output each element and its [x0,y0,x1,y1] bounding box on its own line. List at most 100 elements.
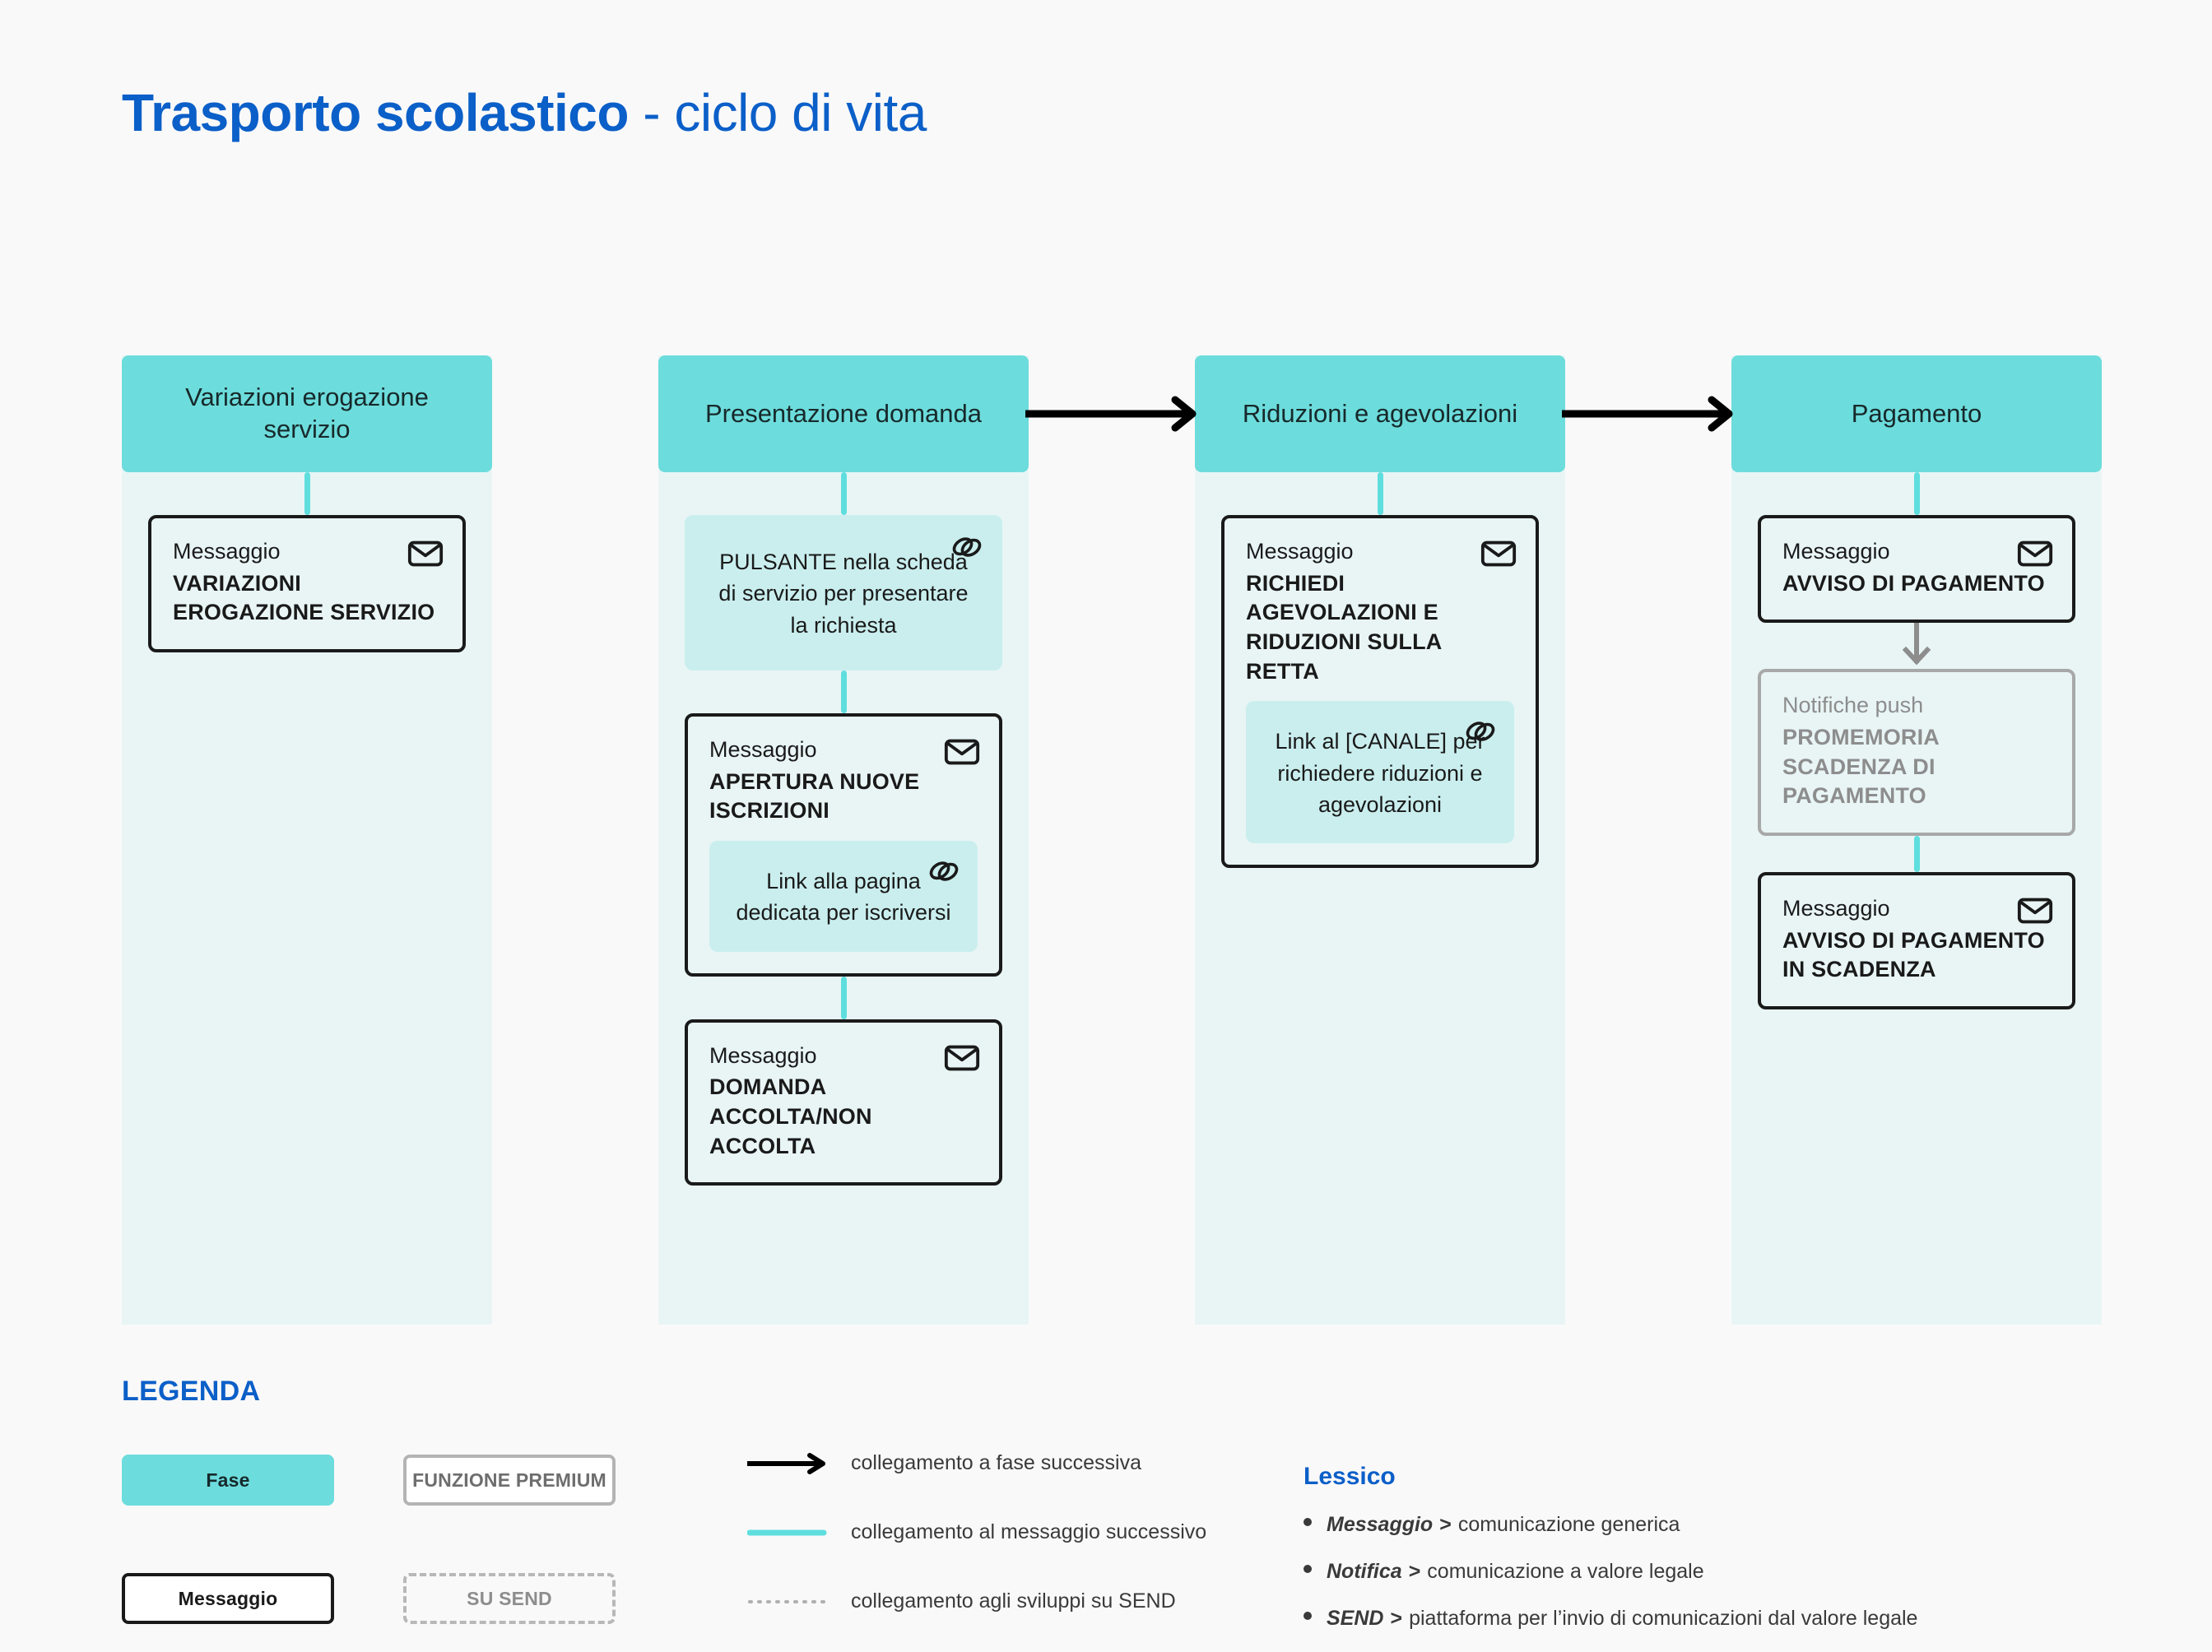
node-title: AVVISO DI PAGAMENTO IN SCADENZA [1782,927,2045,982]
push-notification-node-promemoria-scadenza[interactable]: Notifiche push PROMEMORIA SCADENZA DI PA… [1758,669,2075,836]
link-box-text: Link alla pagina dedicata per iscriversi [736,868,951,926]
envelope-icon [943,1039,981,1077]
connector-teal [840,670,847,713]
node-kicker: Messaggio [709,1042,817,1068]
legend-chip-label: Messaggio [178,1587,278,1609]
legend-line-label: collegamento al messaggio successivo [851,1520,1207,1543]
node-kicker: Messaggio [1782,539,1890,564]
connector-teal [1377,472,1383,515]
legend-chip-fase: Fase [122,1455,334,1506]
connector-teal [1913,472,1920,515]
node-stack: PULSANTE nella scheda di servizio per pr… [658,472,1029,1186]
node-kicker: Messaggio [1246,539,1354,564]
lessico-list: Messaggio > comunicazione generica Notif… [1304,1512,2126,1652]
node-title: DOMANDA ACCOLTA/NON ACCOLTA [709,1074,872,1158]
envelope-icon [407,535,444,573]
phase-header-label: Variazioni erogazione servizio [185,383,429,443]
teal-line-icon [746,1522,830,1543]
lessico-definition: comunicazione a valore legale [1427,1560,1704,1583]
link-icon [925,852,963,890]
node-stack: Messaggio AVVISO DI PAGAMENTO Notifiche … [1731,472,2102,1009]
legend-line-label: collegamento a fase successiva [851,1451,1141,1474]
page-title-light: - ciclo di vita [628,83,927,142]
node-title: RICHIEDI AGEVOLAZIONI E RIDUZIONI SULLA … [1246,570,1442,684]
phase-header-pagamento[interactable]: Pagamento [1731,355,2102,472]
legend-chip-label: SU SEND [467,1587,552,1609]
bullet-icon [1304,1565,1312,1573]
lessico-item: Notifica > comunicazione a valore legale [1304,1559,2126,1584]
node-kicker: Notifiche push [1782,693,1924,718]
node-title: PROMEMORIA SCADENZA DI PAGAMENTO [1782,725,1939,809]
link-box-pagina-iscrizione[interactable]: Link alla pagina dedicata per iscriversi [709,840,978,952]
phase-header-variazioni[interactable]: Variazioni erogazione servizio [122,355,492,472]
phase-header-riduzioni-agevolazioni[interactable]: Riduzioni e agevolazioni [1195,355,1565,472]
legend-chip-su-send: SU SEND [403,1573,616,1624]
lessico-separator: > [1390,1607,1403,1630]
legend-line-label: collegamento agli sviluppi su SEND [851,1589,1176,1613]
lessico-heading: Lessico [1304,1463,1396,1490]
link-icon [948,528,986,566]
message-node-variazioni-erogazione-servizio[interactable]: Messaggio VARIAZIONI EROGAZIONE SERVIZIO [148,515,466,652]
link-box-canale-riduzioni[interactable]: Link al [CANALE] per richiedere riduzion… [1246,701,1514,844]
legend-chip-label: FUNZIONE PREMIUM [412,1469,606,1491]
phase-header-label: Presentazione domanda [704,398,983,428]
legend-line-messaggio-successivo: collegamento al messaggio successivo [746,1520,1207,1544]
lessico-term: SEND [1327,1607,1384,1630]
bullet-icon [1304,1612,1312,1620]
connector-teal [840,472,847,515]
bullet-icon [1304,1518,1312,1526]
node-stack: Messaggio RICHIEDI AGEVOLAZIONI E RIDUZI… [1195,472,1565,869]
black-arrow-icon [747,1452,830,1474]
envelope-icon [1480,535,1517,573]
node-title: VARIAZIONI EROGAZIONE SERVIZIO [173,570,435,625]
connector-teal [304,472,310,515]
connector-teal [840,976,847,1019]
phase-arrow-presentazione-to-riduzioni [1025,395,1200,437]
legend-heading: LEGENDA [122,1376,261,1407]
envelope-icon [2016,535,2054,573]
phase-column-pagamento: Pagamento Messaggio AVVISO DI PAGAMENTO [1731,355,2102,1325]
connector-teal [1913,836,1920,872]
message-node-apertura-nuove-iscrizioni[interactable]: Messaggio APERTURA NUOVE ISCRIZIONI Link… [685,712,1002,977]
node-title: APERTURA NUOVE ISCRIZIONI [709,768,920,824]
connector-grey-arrow [1900,623,1933,669]
node-stack: Messaggio VARIAZIONI EROGAZIONE SERVIZIO [122,472,492,652]
node-title: AVVISO DI PAGAMENTO [1782,570,2045,596]
link-icon [1462,712,1499,750]
phase-arrow-riduzioni-to-pagamento [1562,395,1736,437]
lessico-separator: > [1439,1513,1452,1536]
message-node-domanda-accolta[interactable]: Messaggio DOMANDA ACCOLTA/NON ACCOLTA [685,1019,1002,1186]
lessico-definition: comunicazione generica [1457,1513,1680,1536]
lessico-separator: > [1408,1560,1421,1583]
pulsante-node-scheda-servizio[interactable]: PULSANTE nella scheda di servizio per pr… [685,515,1002,671]
phase-header-label: Riduzioni e agevolazioni [1242,398,1518,428]
link-box-text: Link al [CANALE] per richiedere riduzion… [1275,729,1485,817]
phase-header-label: Pagamento [1851,398,1982,428]
lessico-item: Messaggio > comunicazione generica [1304,1512,2126,1537]
envelope-icon [943,733,981,771]
node-kicker: Messaggio [173,539,281,564]
page-title-bold: Trasporto scolastico [122,83,629,142]
phase-column-presentazione-domanda: Presentazione domanda PULSANTE nella sch… [658,355,1029,1325]
legend-chip-messaggio: Messaggio [122,1573,334,1624]
message-node-richiedi-agevolazioni[interactable]: Messaggio RICHIEDI AGEVOLAZIONI E RIDUZI… [1221,515,1539,869]
legend-chip-label: Fase [206,1469,250,1491]
node-kicker: Messaggio [1782,896,1890,921]
node-kicker: Messaggio [709,736,817,762]
message-node-avviso-pagamento-in-scadenza[interactable]: Messaggio AVVISO DI PAGAMENTO IN SCADENZ… [1758,872,2075,1009]
phase-column-riduzioni-e-agevolazioni: Riduzioni e agevolazioni Messaggio RICHI… [1195,355,1565,1325]
lessico-definition: piattaforma per l’invio di comunicazioni… [1409,1607,1918,1630]
legend-line-sviluppi-su-send: collegamento agli sviluppi su SEND [747,1589,1176,1613]
phase-header-presentazione-domanda[interactable]: Presentazione domanda [658,355,1029,472]
envelope-icon [2016,892,2054,930]
message-node-avviso-di-pagamento[interactable]: Messaggio AVVISO DI PAGAMENTO [1758,515,2075,624]
lessico-term: Notifica [1327,1560,1402,1583]
lessico-item: SEND > piattaforma per l’invio di comuni… [1304,1606,2126,1631]
phase-column-variazioni-erogazione-servizio: Variazioni erogazione servizio Messaggio… [122,355,492,1325]
legend-line-fase-successiva: collegamento a fase successiva [747,1451,1141,1475]
page-title: Trasporto scolastico - ciclo di vita [122,82,927,143]
node-text: PULSANTE nella scheda di servizio per pr… [718,550,969,638]
legend-chip-funzione-premium: FUNZIONE PREMIUM [403,1455,616,1506]
lessico-term: Messaggio [1327,1513,1434,1536]
